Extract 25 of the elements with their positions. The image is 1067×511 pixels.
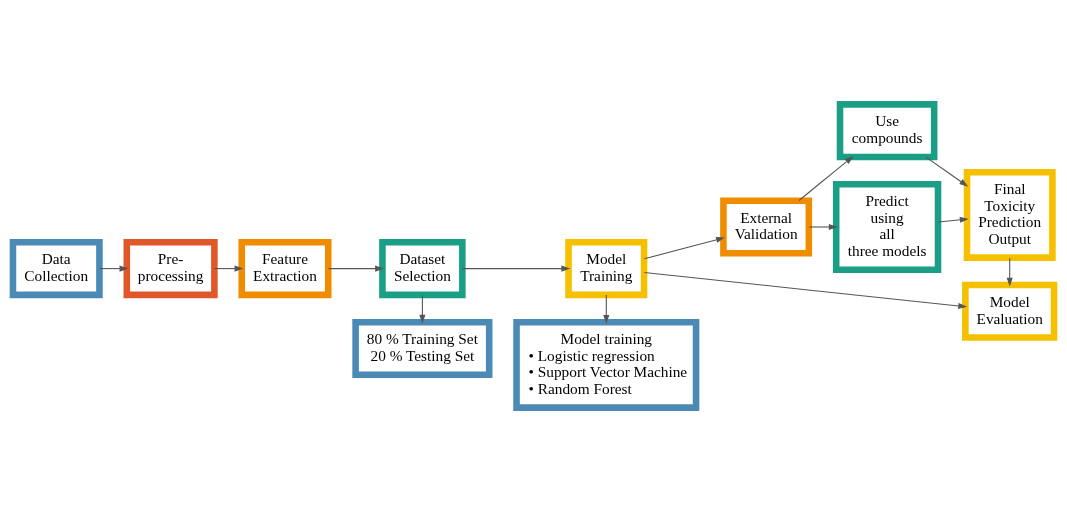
- arrow: [213, 265, 244, 272]
- node-box: Model training • Logistic regression • Support Vector Machine • Random Forest: [513, 318, 700, 411]
- arrow: [327, 265, 384, 272]
- arrow: [419, 294, 426, 324]
- node-box: External Validation: [720, 196, 813, 257]
- node-box: Predict using all three models: [832, 180, 942, 273]
- arrow: [461, 265, 571, 272]
- node-box: Final Toxicity Prediction Output: [963, 168, 1056, 261]
- arrow: [603, 293, 610, 324]
- arrow: [643, 271, 967, 309]
- node-box: Dataset Selection: [379, 238, 466, 298]
- arrow: [937, 216, 969, 223]
- node-box: Pre- processing: [123, 238, 218, 298]
- node-box: Data Collection: [9, 238, 103, 298]
- arrow: [1006, 257, 1013, 287]
- node-box: 80 % Training Set 20 % Testing Set: [352, 318, 493, 378]
- arrow: [925, 156, 969, 187]
- node-box: Use compounds: [836, 100, 938, 160]
- node-box: Model Evaluation: [962, 281, 1058, 341]
- arrow: [643, 236, 725, 259]
- arrow: [798, 155, 854, 201]
- node-box: Feature Extraction: [238, 238, 332, 298]
- arrow: [808, 223, 838, 230]
- arrow: [99, 265, 129, 272]
- node-box: Model Training: [565, 238, 648, 298]
